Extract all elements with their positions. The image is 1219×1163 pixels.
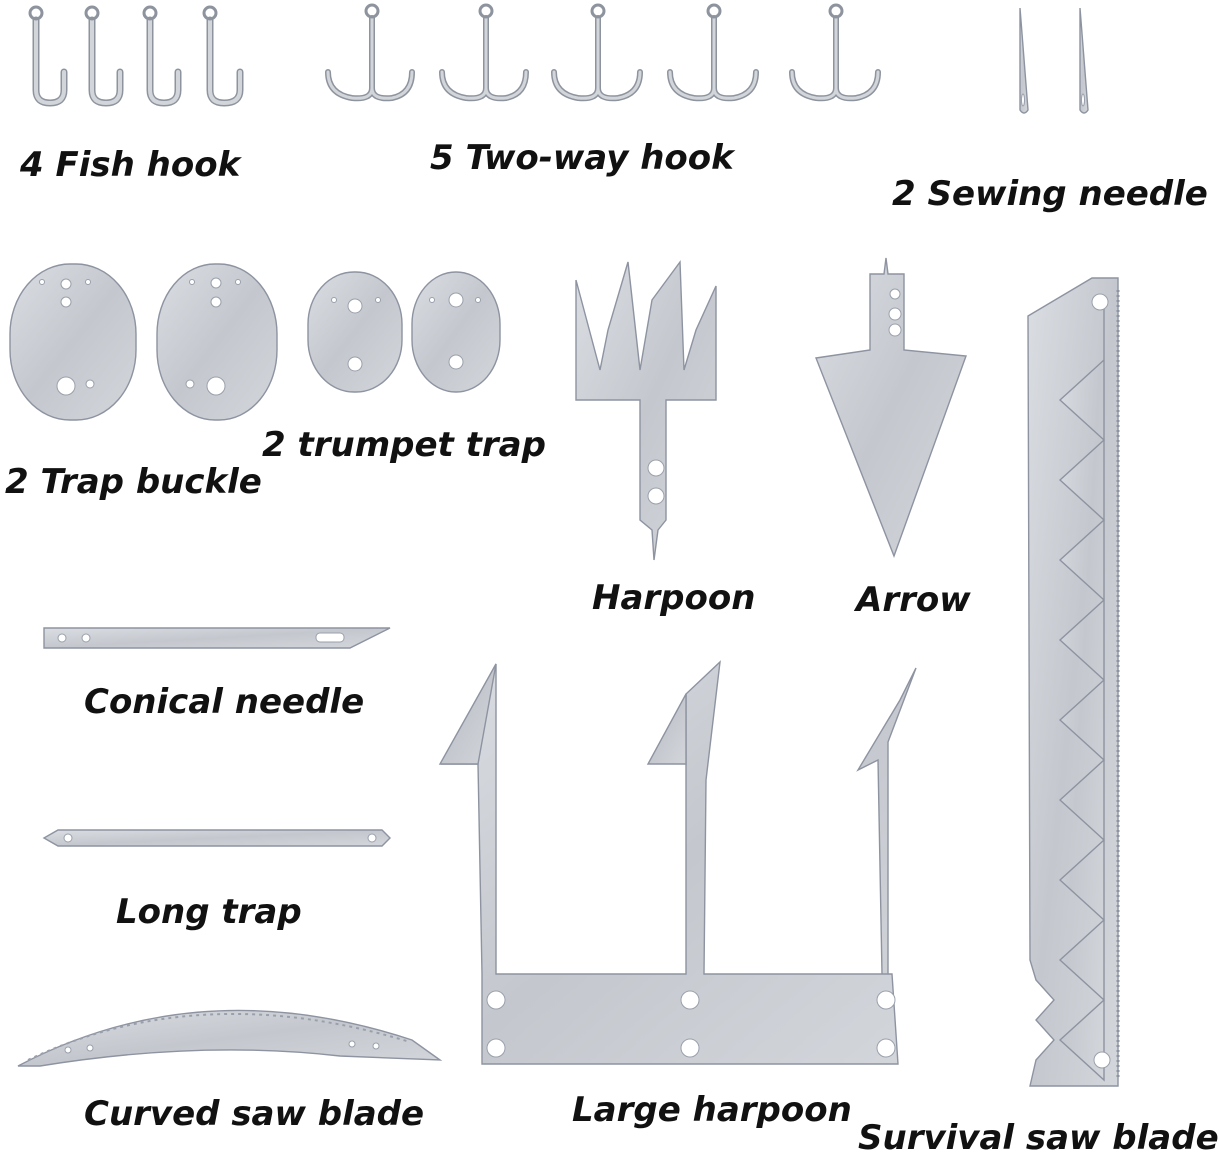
label-trap-buckle: 2 Trap buckle [5,462,262,502]
arrow-shape [815,257,967,558]
label-harpoon: Harpoon [592,578,756,618]
label-long-trap: Long trap [116,892,302,932]
trap-buckle-group [9,263,278,421]
label-survival-saw-blade: Survival saw blade [858,1118,1219,1158]
survival-saw-blade-shape [1027,277,1120,1087]
trumpet-trap-group [307,271,501,393]
label-fish-hook: 4 Fish hook [20,145,241,185]
label-sewing-needle: 2 Sewing needle [892,174,1208,214]
sewing-needle-group [1019,7,1089,114]
label-trumpet-trap: 2 trumpet trap [262,425,546,465]
label-two-way-hook: 5 Two-way hook [430,138,734,178]
label-arrow: Arrow [856,580,971,620]
large-harpoon-shape [438,660,917,1065]
harpoon-shape [575,259,717,561]
two-way-hook-group [325,3,881,102]
label-conical-needle: Conical needle [84,682,365,722]
fish-hook-group [28,5,244,107]
conical-needle-shape [43,627,391,649]
label-large-harpoon: Large harpoon [572,1090,852,1130]
curved-saw-blade-shape [17,1009,443,1067]
label-curved-saw-blade: Curved saw blade [84,1094,425,1134]
long-trap-shape [42,829,391,847]
